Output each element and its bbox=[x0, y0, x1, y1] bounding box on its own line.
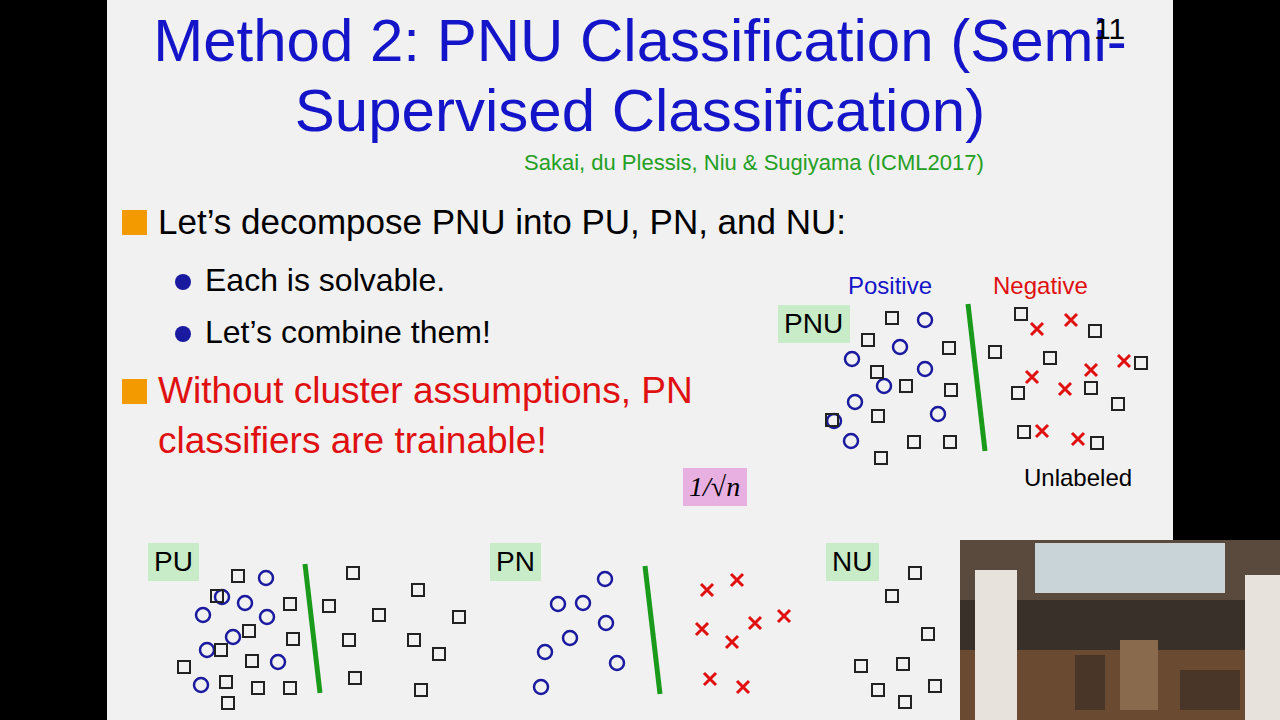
class-label: Positive bbox=[848, 272, 932, 300]
dot-bullet bbox=[175, 326, 191, 342]
plot-tag: PNU bbox=[778, 305, 850, 343]
plot-tag: NU bbox=[826, 543, 879, 581]
dot-bullet bbox=[175, 274, 191, 290]
node-text: 1/√n bbox=[689, 471, 740, 503]
plot-tag: PU bbox=[148, 543, 199, 581]
video-inset bbox=[960, 540, 1280, 720]
citation: Sakai, du Plessis, Niu & Sugiyama (ICML2… bbox=[524, 150, 984, 175]
sub-bullet-text: Let’s combine them! bbox=[205, 314, 491, 351]
pu-scatter bbox=[178, 564, 465, 709]
square-bullet bbox=[122, 379, 147, 404]
node-text: PU bbox=[154, 546, 193, 578]
class-label: Negative bbox=[993, 272, 1088, 300]
plot-tag: PN bbox=[490, 543, 541, 581]
square-bullet bbox=[122, 210, 147, 235]
rate-box: 1/√n bbox=[683, 468, 747, 506]
slide-title: Method 2: PNU Classification (Semi-Super… bbox=[150, 6, 1130, 146]
pnu-scatter bbox=[826, 304, 1147, 464]
node-text: NU bbox=[832, 546, 872, 578]
nu-scatter bbox=[855, 567, 941, 708]
bullet-text: Let’s decompose PNU into PU, PN, and NU: bbox=[158, 202, 846, 242]
page-number: 11 bbox=[1094, 12, 1125, 47]
node-text: PNU bbox=[784, 308, 843, 340]
slide-background bbox=[107, 0, 1173, 720]
node-text: PN bbox=[496, 546, 535, 578]
class-label: Unlabeled bbox=[1024, 464, 1132, 492]
pn-scatter bbox=[534, 566, 790, 694]
sub-bullet-text: Each is solvable. bbox=[205, 262, 445, 299]
highlight-text: Without cluster assumptions, PN classifi… bbox=[158, 366, 778, 466]
